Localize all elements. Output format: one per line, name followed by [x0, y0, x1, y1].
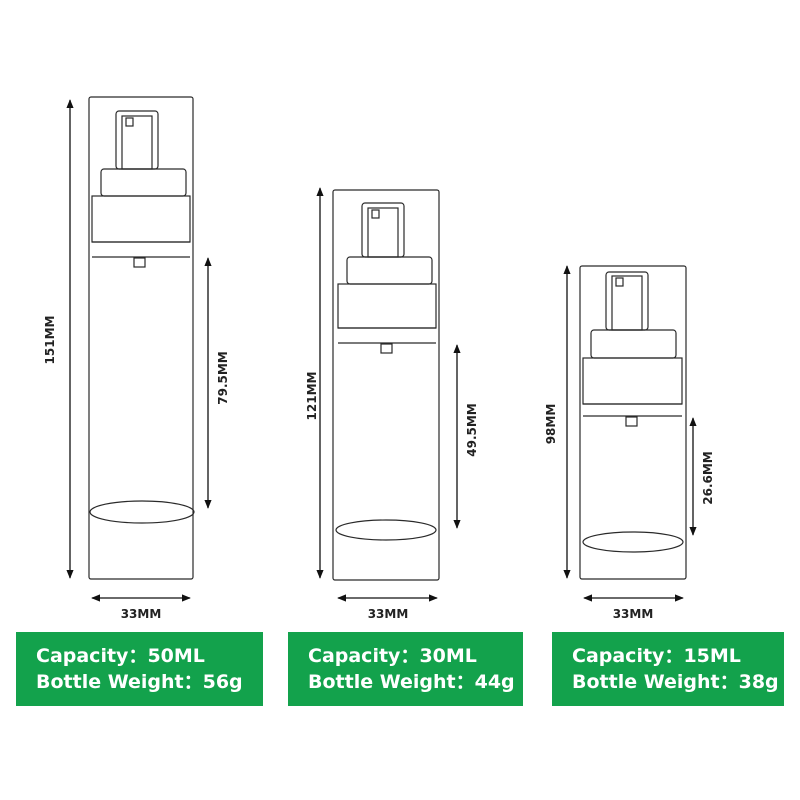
- bottle-1-capacity-value: 50ML: [147, 645, 205, 667]
- bottle-3-inner-height-label: 26.6MM: [701, 451, 715, 505]
- bottle-1-drawing: [88, 96, 195, 580]
- bottle-1-width-dimension: 33MM: [91, 594, 191, 621]
- bottle-3-height-label: 98MM: [544, 404, 558, 445]
- bottle-1-height-label: 151MM: [43, 316, 57, 365]
- bottle-1-capacity-label: Capacity：: [36, 645, 148, 667]
- bottle-2-capacity-value: 30ML: [419, 645, 477, 667]
- bottle-1-inner-height-dimension: 79.5MM: [204, 257, 230, 509]
- bottle-2-height-dimension: 121MM: [305, 187, 324, 579]
- bottle-3-weight-label: Bottle Weight：: [572, 671, 739, 693]
- bottle-1-inner-height-label: 79.5MM: [216, 351, 230, 405]
- bottle-1-height-dimension: 151MM: [43, 99, 74, 579]
- bottle-2-width-dimension: 33MM: [337, 594, 438, 621]
- bottle-3-height-dimension: 98MM: [544, 265, 571, 579]
- bottle-1-spec-box: Capacity：50ML Bottle Weight：56g: [16, 632, 263, 706]
- bottle-1-weight-value: 56g: [202, 671, 243, 693]
- bottle-3-weight-value: 38g: [738, 671, 779, 693]
- bottle-2-weight-value: 44g: [474, 671, 515, 693]
- bottle-2-drawing: [332, 189, 440, 581]
- bottle-2-capacity-label: Capacity：: [308, 645, 420, 667]
- bottle-3-capacity-label: Capacity：: [572, 645, 684, 667]
- bottle-2-inner-height-label: 49.5MM: [465, 403, 479, 457]
- bottle-3-capacity-line: Capacity：15ML: [572, 643, 784, 669]
- bottle-3-weight-line: Bottle Weight：38g: [572, 669, 784, 695]
- bottle-2-capacity-line: Capacity：30ML: [308, 643, 523, 669]
- bottle-3-inner-height-dimension: 26.6MM: [689, 417, 715, 536]
- bottle-2-spec-box: Capacity：30ML Bottle Weight：44g: [288, 632, 523, 706]
- bottle-1-width-label: 33MM: [121, 607, 162, 621]
- bottle-2-height-label: 121MM: [305, 372, 319, 421]
- bottle-3-capacity-value: 15ML: [683, 645, 741, 667]
- bottle-3-spec-box: Capacity：15ML Bottle Weight：38g: [552, 632, 784, 706]
- bottle-2-inner-height-dimension: 49.5MM: [453, 344, 479, 529]
- bottle-1-capacity-line: Capacity：50ML: [36, 643, 263, 669]
- bottle-3-width-label: 33MM: [613, 607, 654, 621]
- bottle-1-weight-line: Bottle Weight：56g: [36, 669, 263, 695]
- bottle-3-width-dimension: 33MM: [583, 594, 684, 621]
- bottle-2-weight-line: Bottle Weight：44g: [308, 669, 523, 695]
- bottle-2-weight-label: Bottle Weight：: [308, 671, 475, 693]
- bottle-3-drawing: [579, 265, 687, 580]
- bottle-1-weight-label: Bottle Weight：: [36, 671, 203, 693]
- bottle-2-width-label: 33MM: [368, 607, 409, 621]
